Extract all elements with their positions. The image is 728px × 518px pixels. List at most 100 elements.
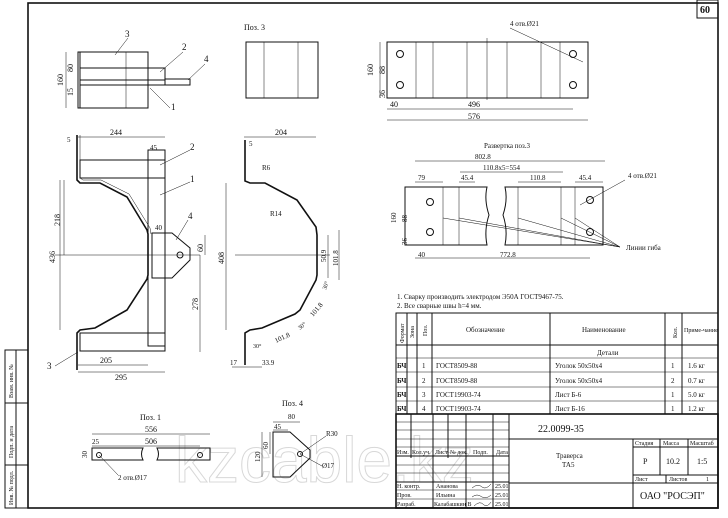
- cell-format: БЧ: [397, 405, 407, 413]
- leader-1: 1: [171, 102, 176, 112]
- dev-dim-45.4-a: 45.4: [461, 174, 474, 182]
- leader-2: 2: [182, 42, 187, 52]
- front-leader-1: 1: [190, 174, 195, 184]
- sheets-count: 1: [706, 477, 709, 483]
- cell-designation: ГОСТ8509-88: [436, 377, 478, 385]
- profile-angle-30-c: 30°: [253, 343, 262, 350]
- front-view: 244 5 45 218 436 40 60 278 205 295 2 1 4…: [47, 128, 206, 382]
- name-checked: Ильина: [436, 493, 455, 499]
- assembly-top-view: 3 2 4 1 160 80 15: [56, 29, 209, 112]
- pos4-dim-r30: R30: [326, 430, 338, 438]
- scale-value: 1:5: [697, 457, 707, 466]
- section-details: Детали: [597, 349, 619, 357]
- cell-name: Лист Б-6: [555, 391, 582, 399]
- front-dim-295: 295: [115, 373, 127, 382]
- front-dim-5: 5: [67, 136, 71, 144]
- pos1-dim-506: 506: [145, 437, 157, 446]
- header-format: Формат: [400, 323, 406, 343]
- watermark: kzcable.kz: [175, 424, 474, 496]
- dev-dim-40: 40: [418, 251, 426, 259]
- name-norm-control: Ананова: [436, 484, 458, 490]
- stamp-replace-inv: Взам. инв. №: [9, 364, 15, 398]
- stage-label: Стадия: [635, 441, 654, 447]
- front-dim-244: 244: [110, 128, 122, 137]
- cell-qty: 2: [671, 377, 675, 385]
- development-view: Развертка поз.3 802.8 110.8x5=554 79 45.…: [390, 142, 662, 259]
- mass-label: Масса: [663, 441, 679, 447]
- name-developed: Калабашкин В: [434, 501, 471, 508]
- leader-4: 4: [204, 54, 209, 64]
- header-zone: Зона: [410, 326, 416, 338]
- cell-name: Лист Б-16: [555, 405, 585, 413]
- header-pos: Поз.: [423, 324, 429, 336]
- date-checked: 25.01: [495, 493, 509, 499]
- dev-dim-110.8: 110.8: [530, 174, 546, 182]
- pos4-title: Поз. 4: [282, 399, 303, 408]
- dev-dim-45.4-b: 45.4: [579, 174, 592, 182]
- title-block: Изм. Кол.уч. Лист № док. Подп. Дата Н. к…: [395, 413, 719, 509]
- role-norm-control: Н. контр.: [397, 484, 421, 490]
- dev-dim-802.8: 802.8: [475, 153, 491, 161]
- development-title: Развертка поз.3: [484, 142, 531, 150]
- header-qty: Кол.: [673, 326, 679, 338]
- pos4-dim-d17: Ø17: [322, 462, 335, 470]
- plate-dim-40: 40: [390, 100, 398, 109]
- pos4-dim-45: 45: [274, 423, 282, 431]
- front-leader-2: 2: [190, 142, 195, 152]
- profile-angle-30-a: 30°: [321, 280, 331, 291]
- header-name: Наименование: [582, 326, 626, 334]
- cell-pos: 4: [422, 405, 426, 413]
- pos1-holes-note: 2 отв.Ø17: [118, 474, 147, 482]
- front-dim-205: 205: [100, 356, 112, 365]
- pos4-view: Поз. 4 80 45 120 60 R30 Ø17: [254, 399, 338, 478]
- role-developed: Разраб.: [397, 501, 416, 508]
- sheet-frame: 60: [27, 0, 719, 509]
- cell-format: БЧ: [397, 391, 407, 399]
- front-dim-40: 40: [155, 224, 163, 232]
- pos4-dim-120: 120: [254, 451, 262, 462]
- cell-pos: 2: [422, 377, 426, 385]
- stage-value: Р: [643, 457, 648, 466]
- dev-dim-160: 160: [390, 212, 398, 223]
- sheet-label: Лист: [635, 477, 648, 483]
- leader-3: 3: [125, 29, 130, 39]
- dev-dim-554: 110.8x5=554: [483, 164, 520, 172]
- plate-dim-160: 160: [366, 64, 375, 76]
- dim-80: 80: [66, 64, 75, 72]
- profile-dim-r14: R14: [270, 210, 282, 218]
- pos1-dim-25: 25: [92, 438, 100, 446]
- dev-dim-88: 88: [401, 215, 409, 223]
- dev-dim-79: 79: [418, 174, 426, 182]
- rev-header-doc: № док.: [450, 450, 468, 456]
- dev-dim-772.8: 772.8: [500, 251, 516, 259]
- cell-format: БЧ: [397, 377, 407, 385]
- plate-dim-496: 496: [468, 100, 480, 109]
- rev-header-sheet: Лист: [435, 450, 448, 456]
- note-1: 1. Сварку производить электродом Э50А ГО…: [397, 293, 564, 301]
- spec-table: Формат Зона Поз. Обозначение Наименовани…: [395, 312, 719, 415]
- dev-holes-note: 4 отв.Ø21: [628, 172, 657, 180]
- front-dim-218: 218: [53, 214, 62, 226]
- profile-dim-50.9: 50.9: [320, 249, 328, 262]
- cell-name: Уголок 50х50х4: [555, 377, 603, 385]
- cell-qty: 1: [671, 391, 675, 399]
- dim-160: 160: [56, 74, 65, 86]
- pos1-dim-30: 30: [81, 451, 89, 459]
- front-dim-60: 60: [196, 244, 205, 252]
- profile-dim-r6: R6: [262, 164, 271, 172]
- plate-dim-576: 576: [468, 112, 480, 121]
- profile-view: 204 5 R6 R14 408 50.9 101.8 30° 101.8 30…: [217, 128, 340, 368]
- pos4-dim-80: 80: [288, 413, 296, 421]
- date-norm-control: 25.01: [495, 484, 509, 490]
- plate-holes-note: 4 отв.Ø21: [510, 20, 539, 28]
- cell-designation: ГОСТ8509-88: [436, 362, 478, 370]
- front-leader-3: 3: [47, 361, 52, 371]
- cell-qty: 1: [671, 362, 675, 370]
- table-row: БЧ 4 ГОСТ19903-74 Лист Б-16 1 1.2 кг: [397, 405, 705, 413]
- header-designation: Обозначение: [466, 326, 505, 334]
- front-dim-436: 436: [48, 251, 57, 263]
- table-row: БЧ 3 ГОСТ19903-74 Лист Б-6 1 5.0 кг: [397, 391, 705, 399]
- rev-header-sign: Подп.: [473, 450, 488, 456]
- pos1-title: Поз. 1: [140, 413, 161, 422]
